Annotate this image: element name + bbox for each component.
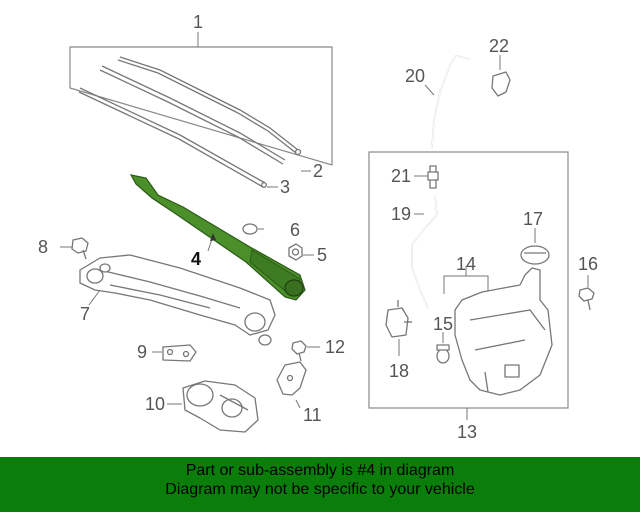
callout-20: 20 — [405, 66, 425, 86]
callout-7: 7 — [80, 304, 90, 324]
bracket-part-9 — [152, 344, 197, 362]
reservoir-part-14 — [443, 266, 553, 396]
grommet-part-15 — [436, 332, 450, 364]
callout-1: 1 — [193, 12, 203, 32]
callout-12: 12 — [325, 337, 345, 357]
callout-22: 22 — [489, 36, 509, 56]
callout-15: 15 — [433, 314, 453, 334]
wiper-linkage-part-7 — [79, 254, 276, 346]
callout-2: 2 — [313, 161, 323, 181]
callout-16: 16 — [578, 254, 598, 274]
washer-box-part-13 — [368, 151, 569, 420]
nozzle-part-21 — [414, 165, 439, 189]
info-banner: Part or sub-assembly is #4 in diagram Di… — [0, 457, 640, 512]
o-ring-part-6 — [242, 223, 264, 235]
callout-8: 8 — [38, 237, 48, 257]
callout-6: 6 — [290, 220, 300, 240]
wiper-motor-part-10 — [167, 380, 259, 433]
hose-part-19 — [411, 195, 438, 309]
callout-10: 10 — [145, 394, 165, 414]
pump-part-18 — [385, 300, 412, 356]
wiper-arm-part-4[interactable] — [129, 174, 306, 301]
callout-18: 18 — [389, 361, 409, 381]
cap-part-22 — [491, 55, 511, 97]
wiper-blade-group — [69, 32, 333, 188]
callout-3: 3 — [280, 177, 290, 197]
bracket-part-11 — [276, 361, 307, 409]
cap-part-17 — [520, 228, 550, 265]
hose-part-20 — [424, 55, 471, 149]
info-banner-line-1: Part or sub-assembly is #4 in diagram — [185, 462, 455, 479]
callout-21: 21 — [391, 166, 411, 186]
callout-13: 13 — [457, 422, 477, 442]
callout-17: 17 — [523, 209, 543, 229]
bolt-part-8 — [60, 237, 89, 260]
callout-14: 14 — [456, 254, 476, 274]
bolt-part-16 — [578, 275, 595, 311]
callout-4: 4 — [191, 249, 201, 269]
callout-9: 9 — [137, 342, 147, 362]
bolt-part-12 — [291, 340, 320, 362]
nut-part-5 — [288, 243, 314, 261]
callout-19: 19 — [391, 204, 411, 224]
info-banner-line-2: Diagram may not be specific to your vehi… — [165, 481, 475, 498]
callout-5: 5 — [317, 245, 327, 265]
parts-diagram: 1 2 3 4 5 6 7 8 9 10 11 12 13 14 15 16 1… — [38, 12, 598, 442]
callout-11: 11 — [303, 405, 322, 425]
